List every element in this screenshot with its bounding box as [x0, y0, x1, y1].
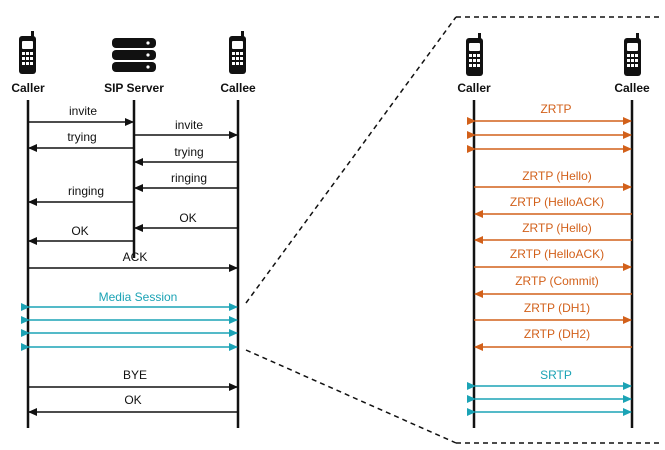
- callee-label: Callee: [220, 81, 256, 95]
- ringing-label-1: ringing: [68, 184, 104, 198]
- zoom-callout-top: [245, 16, 457, 304]
- bye-label: BYE: [123, 368, 147, 382]
- zrtp-dh1-label: ZRTP (DH1): [524, 301, 590, 315]
- zoom-caller-label: Caller: [457, 81, 491, 95]
- zrtp-dh2-label: ZRTP (DH2): [524, 327, 590, 341]
- trying-label-1: trying: [67, 130, 96, 144]
- sip-server-label: SIP Server: [104, 81, 164, 95]
- ack-label: ACK: [123, 250, 148, 264]
- zrtp-commit-label: ZRTP (Commit): [515, 274, 599, 288]
- ringing-label-2: ringing: [171, 171, 207, 185]
- invite-label-2: invite: [175, 118, 203, 132]
- trying-label-2: trying: [174, 145, 203, 159]
- zrtp-label: ZRTP: [540, 102, 571, 116]
- zoom-callout-bottom: [245, 349, 457, 444]
- callee-phone-icon: [229, 31, 246, 74]
- zoom-callee-phone-icon: [624, 33, 641, 76]
- zoom-caller-phone-icon: [466, 33, 483, 76]
- zrtp-hello-ack-label-2: ZRTP (HelloACK): [510, 247, 604, 261]
- zrtp-hello-label-1: ZRTP (Hello): [522, 169, 592, 183]
- ok-label-3: OK: [124, 393, 141, 407]
- ok-label-2: OK: [179, 211, 196, 225]
- zrtp-hello-label-2: ZRTP (Hello): [522, 221, 592, 235]
- server-icon: [112, 38, 156, 72]
- caller-label: Caller: [11, 81, 45, 95]
- zrtp-hello-ack-label-1: ZRTP (HelloACK): [510, 195, 604, 209]
- zoom-callee-label: Callee: [614, 81, 650, 95]
- srtp-label: SRTP: [540, 368, 572, 382]
- ok-label-1: OK: [71, 224, 88, 238]
- media-session-label: Media Session: [99, 290, 178, 304]
- caller-phone-icon: [19, 31, 36, 74]
- invite-label-1: invite: [69, 104, 97, 118]
